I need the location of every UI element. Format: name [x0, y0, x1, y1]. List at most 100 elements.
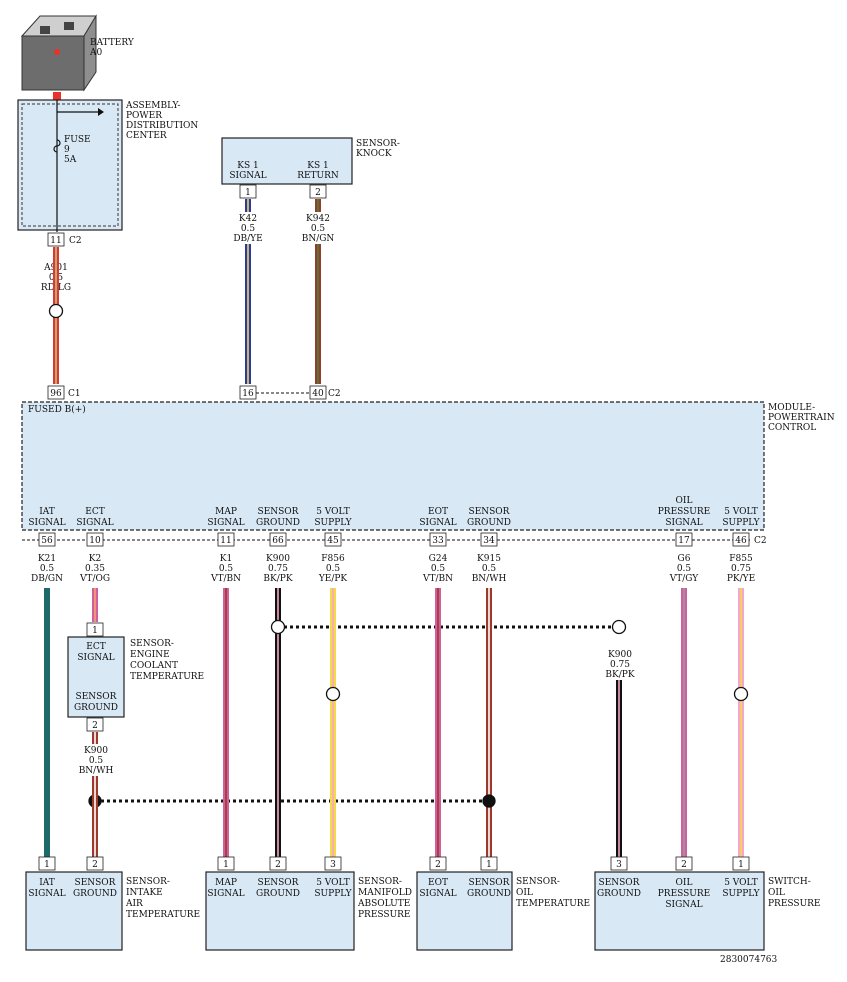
- knock-pin-label: 2: [315, 188, 321, 198]
- pcm-bottom-pin-label: 34: [483, 536, 495, 546]
- pcm-wire-label: K21: [38, 554, 56, 564]
- knock-wire-label: K942: [306, 214, 330, 224]
- map-pin: [324, 856, 342, 871]
- oilp-pin-label: 3: [616, 860, 622, 870]
- ect-name: TEMPERATURE: [130, 672, 204, 682]
- oilp-term: PRESSURE: [658, 889, 711, 899]
- map-name: SENSOR-: [358, 877, 402, 887]
- inline-connector: [48, 303, 64, 319]
- pcm-conn: C2: [754, 536, 767, 546]
- pcm-bottom-pin: [675, 532, 693, 547]
- oilt-term: EOT: [428, 878, 448, 888]
- pcm-wire-label: BN/WH: [472, 574, 507, 584]
- pcm-wire-label: YE/PK: [318, 574, 348, 584]
- wire-label-bg: [600, 648, 640, 680]
- map-pin-label: 3: [330, 860, 336, 870]
- battery-indicator-icon: [54, 49, 60, 55]
- iat-term: SIGNAL: [28, 889, 65, 899]
- map-term: SUPPLY: [314, 889, 352, 899]
- map-name: PRESSURE: [358, 910, 411, 920]
- iat-box: [25, 871, 123, 951]
- pcm-term: 5 VOLT: [316, 507, 350, 517]
- ect-name: ENGINE: [130, 650, 170, 660]
- pdc-name: POWER: [126, 111, 162, 121]
- fuse-label: 5A: [64, 155, 77, 165]
- ect-term: SIGNAL: [77, 653, 114, 663]
- wire-label-bg: [78, 744, 114, 776]
- map-term: 5 VOLT: [316, 878, 350, 888]
- battery-top: [20, 15, 97, 37]
- knock-pin: [239, 184, 257, 199]
- map-pin-label: 2: [275, 860, 281, 870]
- pdc-name: ASSEMBLY-: [125, 101, 180, 111]
- oilt-pin-label: 2: [435, 860, 441, 870]
- pcm-wire-label: VT/BN: [422, 574, 453, 584]
- battery-terminal-icon: [64, 22, 74, 30]
- knock-name: SENSOR-: [356, 139, 400, 149]
- oilp-pin: [675, 856, 693, 871]
- pcm-wire-label: K900: [266, 554, 290, 564]
- pcm-name: POWERTRAIN: [768, 413, 835, 423]
- oilt-box: [416, 871, 513, 951]
- pdc-inner: [21, 103, 119, 227]
- fuse-label: 9: [64, 145, 70, 155]
- pcm-bottom-pin: [269, 532, 287, 547]
- pcm-wire-label: DB/GN: [31, 574, 63, 584]
- oilp-term: SIGNAL: [665, 900, 702, 910]
- pcm-bottom-pin-label: 56: [41, 536, 53, 546]
- battery-code: A0: [89, 48, 102, 58]
- pcm-conn: C1: [68, 389, 81, 399]
- pcm-wire-label: PK/YE: [727, 574, 755, 584]
- pcm-term: IAT: [39, 507, 55, 517]
- pcm-bottom-pin-label: 45: [327, 536, 339, 546]
- arrow-icon: [98, 108, 104, 116]
- iat-term: SENSOR: [75, 878, 116, 888]
- pcm-wire-label: 0.5: [431, 564, 446, 574]
- oilp-term: GROUND: [597, 889, 641, 899]
- pcm-pin-label: 16: [242, 389, 254, 399]
- pcm-term: SIGNAL: [419, 518, 456, 528]
- oilt-pin: [480, 856, 498, 871]
- oilt-term: SENSOR: [469, 878, 510, 888]
- ect-term: GROUND: [74, 703, 118, 713]
- oilp-term: SENSOR: [599, 878, 640, 888]
- pcm-term: SENSOR: [258, 507, 299, 517]
- oilp-name: PRESSURE: [768, 899, 821, 909]
- pcm-fused-label: FUSED B(+): [28, 404, 86, 415]
- map-term: MAP: [215, 878, 237, 888]
- map-term: SENSOR: [258, 878, 299, 888]
- splice-point: [611, 619, 627, 635]
- pcm-wire-label: 0.5: [326, 564, 341, 574]
- pdc-pin-label: 11: [50, 236, 61, 246]
- ect-pin: [86, 717, 104, 732]
- wire-k21: [44, 588, 50, 858]
- ect-wire-label: 0.5: [89, 756, 104, 766]
- oilp-term: 5 VOLT: [724, 878, 758, 888]
- pcm-wire-label: 0.35: [85, 564, 105, 574]
- map-term: GROUND: [256, 889, 300, 899]
- iat-term: IAT: [39, 878, 55, 888]
- iat-term: GROUND: [73, 889, 117, 899]
- pcm-wire-label: VT/OG: [79, 574, 110, 584]
- ect-pin-label: 1: [92, 626, 98, 636]
- inline-connector: [733, 686, 749, 702]
- pcm-term: GROUND: [467, 518, 511, 528]
- pcm-pin-label: 40: [312, 389, 324, 399]
- oilp-name: SWITCH-: [768, 877, 811, 887]
- pcm-wire-label: K915: [477, 554, 501, 564]
- knock-term: SIGNAL: [229, 171, 266, 181]
- inline-connector: [325, 686, 341, 702]
- pcm-term: SIGNAL: [76, 518, 113, 528]
- knock-wire-label: DB/YE: [233, 234, 262, 244]
- map-pin-label: 1: [223, 860, 229, 870]
- map-pin: [269, 856, 287, 871]
- wire-label-bg: [302, 212, 334, 244]
- pcm-pin: [309, 385, 327, 400]
- map-term: SIGNAL: [207, 889, 244, 899]
- knock-wire-label: 0.5: [241, 224, 256, 234]
- pcm-term: SUPPLY: [314, 518, 352, 528]
- pcm-bottom-pin-label: 66: [272, 536, 284, 546]
- ect-pin-label: 2: [92, 721, 98, 731]
- oilt-term: SIGNAL: [419, 889, 456, 899]
